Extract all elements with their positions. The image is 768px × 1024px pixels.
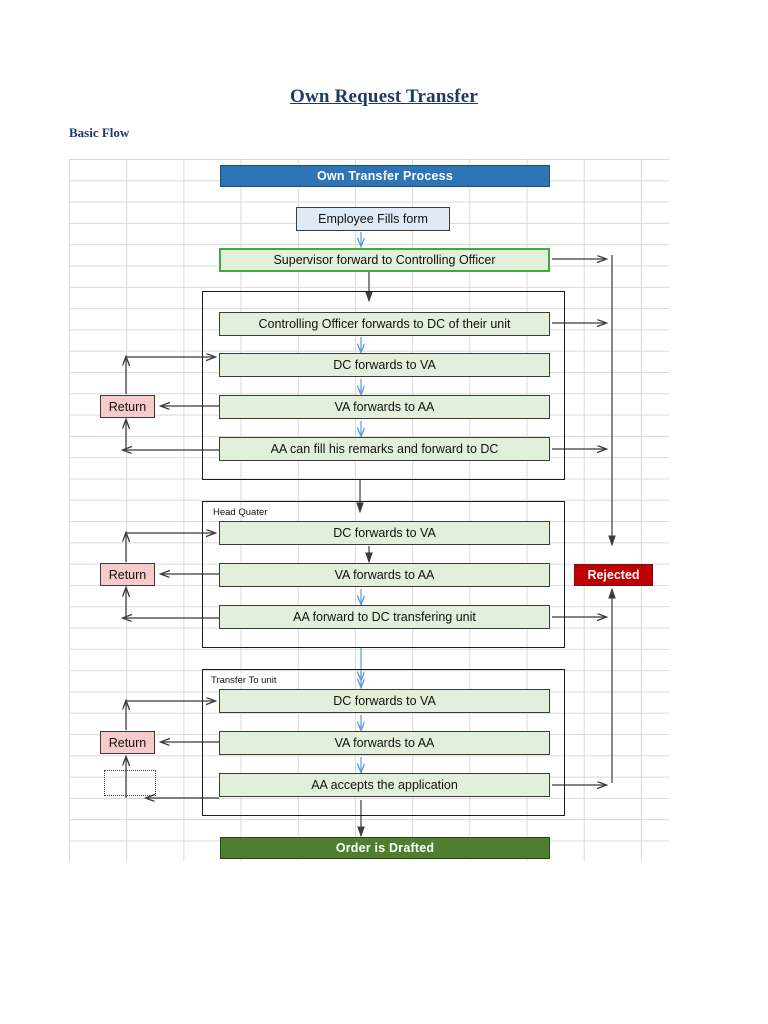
group-container-1 (202, 291, 565, 480)
step-g1-va-forwards-aa[interactable]: VA forwards to AA (219, 395, 550, 419)
return-box-3[interactable]: Return (100, 731, 155, 754)
step-g1-dc-forwards-va[interactable]: DC forwards to VA (219, 353, 550, 377)
step-g2-va-forwards-aa[interactable]: VA forwards to AA (219, 563, 550, 587)
section-label: Basic Flow (69, 125, 130, 140)
group-container-transfer-to-unit: Transfer To unit (202, 669, 565, 816)
step-g2-aa-forward-dc[interactable]: AA forward to DC transfering unit (219, 605, 550, 629)
step-supervisor-forward[interactable]: Supervisor forward to Controlling Office… (219, 248, 550, 272)
step-employee-fills-form[interactable]: Employee Fills form (296, 207, 450, 231)
page-title: Own Request Transfer (289, 86, 479, 107)
step-g3-va-forwards-aa[interactable]: VA forwards to AA (219, 731, 550, 755)
header-bar-own-transfer-process: Own Transfer Process (220, 165, 550, 187)
step-g3-aa-accepts[interactable]: AA accepts the application (219, 773, 550, 797)
return-box-1[interactable]: Return (100, 395, 155, 418)
step-g2-dc-forwards-va[interactable]: DC forwards to VA (219, 521, 550, 545)
rejected-box[interactable]: Rejected (574, 564, 653, 586)
group-label-head-quater: Head Quater (213, 507, 268, 518)
group-container-head-quater: Head Quater (202, 501, 565, 648)
group-label-transfer-to-unit: Transfer To unit (211, 675, 277, 686)
step-g3-dc-forwards-va[interactable]: DC forwards to VA (219, 689, 550, 713)
step-g1-aa-remarks[interactable]: AA can fill his remarks and forward to D… (219, 437, 550, 461)
step-g1-controlling-officer[interactable]: Controlling Officer forwards to DC of th… (219, 312, 550, 336)
dotted-placeholder-box (104, 770, 156, 796)
return-box-2[interactable]: Return (100, 563, 155, 586)
footer-bar-order-is-drafted: Order is Drafted (220, 837, 550, 859)
